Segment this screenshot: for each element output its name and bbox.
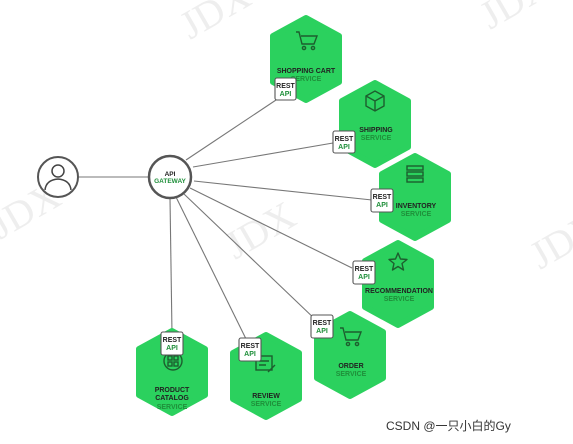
- client-node: [37, 156, 79, 198]
- svg-text:REST: REST: [335, 136, 354, 143]
- svg-text:API: API: [338, 144, 350, 151]
- service-label: SERVICE: [401, 211, 432, 218]
- service-label: SERVICE: [336, 371, 367, 378]
- service-name: INVENTORY: [396, 203, 437, 210]
- box-icon: [365, 90, 385, 112]
- service-name: REVIEW: [252, 393, 280, 400]
- service-name: SHOPPING CART: [277, 68, 336, 75]
- service-name: SHIPPING: [359, 127, 393, 134]
- service-label: SERVICE: [291, 76, 322, 83]
- service-inventory: INVENTORY SERVICE: [379, 153, 451, 241]
- rest-api-tag: REST API: [332, 130, 356, 154]
- gateway-line2: GATEWAY: [154, 178, 186, 185]
- rest-api-tag: REST API: [238, 337, 262, 362]
- svg-text:API: API: [316, 328, 328, 335]
- service-recommendation: RECOMMENDATION SERVICE: [362, 240, 434, 328]
- gateway-line1: API: [165, 171, 176, 178]
- user-icon: [44, 164, 72, 191]
- svg-text:REST: REST: [373, 194, 392, 201]
- watermark: JDX: [172, 0, 258, 48]
- service-label: SERVICE: [157, 404, 188, 411]
- service-name: RECOMMENDATION: [365, 288, 433, 295]
- star-icon: [388, 252, 408, 271]
- connectors: [79, 93, 373, 346]
- service-shipping: SHIPPING SERVICE: [339, 80, 411, 168]
- svg-text:REST: REST: [276, 83, 295, 90]
- connector-inventory: [193, 180, 373, 201]
- cart-icon: [340, 327, 363, 347]
- service-label: SERVICE: [251, 401, 282, 408]
- svg-text:API: API: [244, 351, 256, 358]
- connector-review: [175, 196, 250, 346]
- svg-text:REST: REST: [355, 266, 374, 273]
- service-name-line2: CATALOG: [155, 395, 189, 402]
- stack-icon: [406, 165, 424, 183]
- svg-text:API: API: [280, 91, 292, 98]
- rest-api-tag: REST API: [160, 331, 184, 356]
- rest-api-tag: REST API: [352, 260, 376, 285]
- cart-icon: [296, 31, 319, 51]
- service-name: ORDER: [338, 363, 363, 370]
- connector-shopping-cart: [185, 93, 286, 161]
- service-name: PRODUCT: [155, 387, 190, 394]
- watermark: JDX: [217, 192, 303, 268]
- api-gateway-node: API GATEWAY: [147, 154, 193, 200]
- rest-api-tag: REST API: [274, 77, 297, 101]
- connector-recommendation: [189, 187, 353, 269]
- connector-product-catalog: [169, 197, 173, 335]
- connector-shipping: [192, 142, 334, 168]
- rest-api-tag: REST API: [370, 188, 394, 213]
- csdn-credit: CSDN @一只小白的Gy: [386, 418, 511, 433]
- connector-order: [183, 193, 319, 323]
- rest-api-tag: REST API: [310, 314, 334, 339]
- service-label: SERVICE: [384, 296, 415, 303]
- svg-text:API: API: [166, 345, 178, 352]
- svg-text:REST: REST: [241, 343, 260, 350]
- watermark: JDX: [522, 202, 573, 278]
- watermark: JDX: [472, 0, 558, 38]
- service-product-catalog: PRODUCT CATALOG SERVICE: [136, 328, 208, 416]
- svg-text:API: API: [376, 202, 388, 209]
- svg-text:API: API: [358, 274, 370, 281]
- svg-text:REST: REST: [313, 320, 332, 327]
- service-label: SERVICE: [361, 135, 392, 142]
- svg-text:REST: REST: [163, 337, 182, 344]
